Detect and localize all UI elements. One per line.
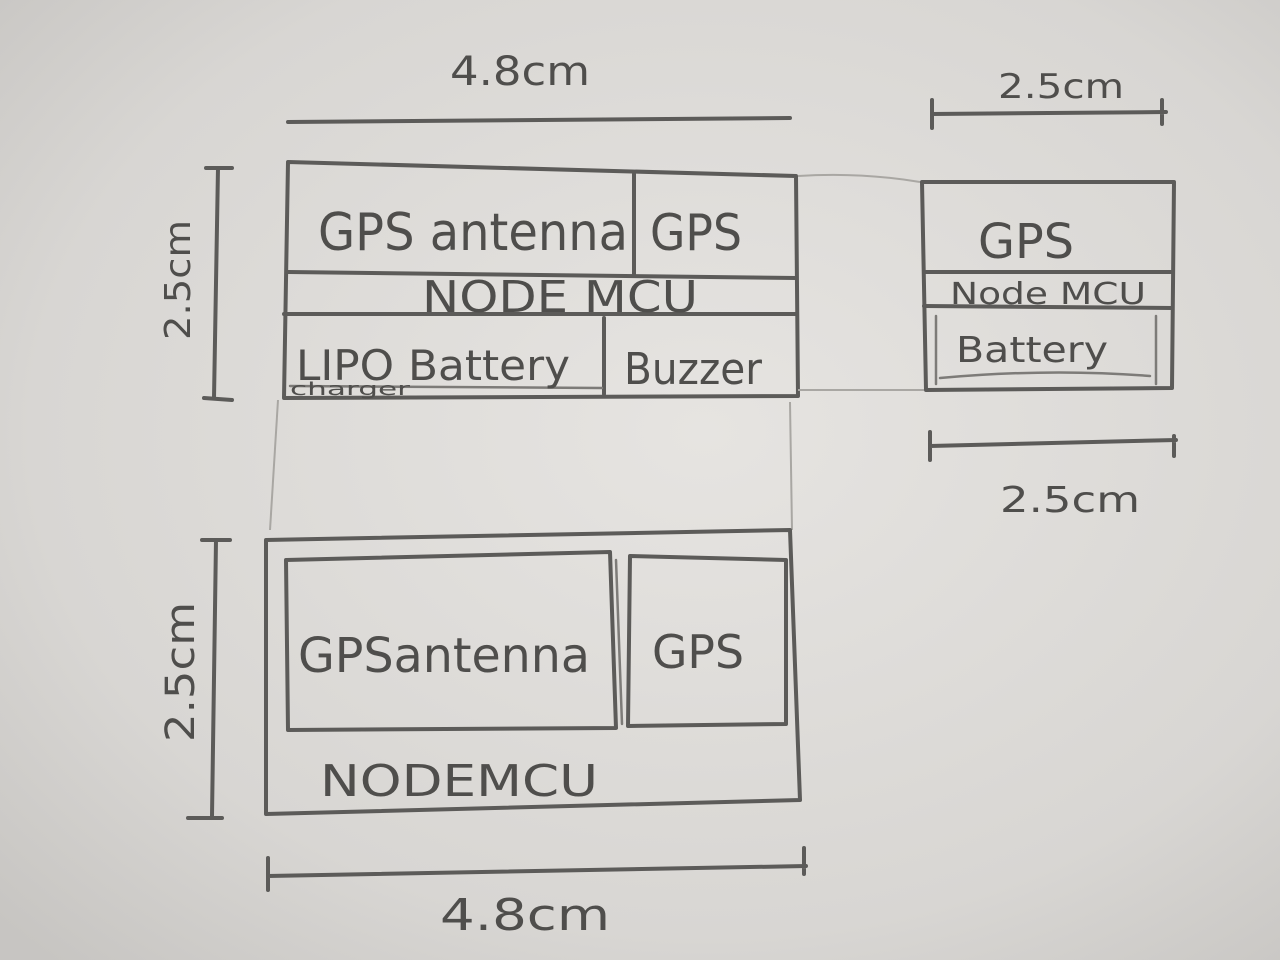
- top-view-gps-antenna: GPS antenna: [318, 203, 628, 263]
- bottom-view-width-label: 4.8cm: [440, 890, 610, 941]
- side-view-battery: Battery: [956, 330, 1108, 371]
- side-view: 2.5cm GPS Node MCU Battery 2.5cm: [920, 67, 1178, 521]
- side-view-battery-inner: [934, 314, 1158, 386]
- projection-line-down-right: [789, 401, 793, 531]
- top-view-nodemcu: NODE MCU: [422, 272, 698, 323]
- top-view: 4.8cm 2.5cm GPS antenna GPS NODE MCU LIP…: [158, 49, 924, 531]
- top-view-battery: LIPO Battery: [296, 341, 570, 390]
- top-view-row-line-1: [286, 270, 798, 280]
- top-view-width-label: 4.8cm: [450, 49, 590, 95]
- bottom-view-antenna-box: [284, 550, 618, 732]
- top-view-width-line: [286, 116, 792, 124]
- top-view-frame: [282, 160, 800, 400]
- side-view-bottom-width-label: 2.5cm: [1000, 480, 1140, 521]
- top-view-gps: GPS: [650, 204, 742, 262]
- side-view-row-line-2: [922, 304, 1174, 310]
- bottom-view-width-line: [266, 846, 808, 892]
- projection-line-right-top: [797, 173, 921, 183]
- bottom-view-antenna-box-shadow: [614, 558, 624, 726]
- top-view-charger: charger: [290, 379, 411, 400]
- side-view-nodemcu: Node MCU: [950, 277, 1146, 312]
- projection-line-down-left: [269, 399, 279, 531]
- side-view-top-width-label: 2.5cm: [998, 67, 1124, 107]
- bottom-view-gps-box: [626, 554, 788, 728]
- top-view-charger-line: [288, 384, 604, 390]
- side-view-gps: GPS: [978, 214, 1074, 270]
- side-view-frame: [920, 180, 1176, 392]
- side-view-bottom-width-line: [928, 430, 1178, 462]
- bottom-view: 2.5cm GPSantenna GPS NODEMCU 4.8cm: [158, 528, 808, 941]
- bottom-view-nodemcu: NODEMCU: [320, 756, 598, 807]
- bottom-view-height-label: 2.5cm: [158, 602, 204, 742]
- bottom-view-frame: [264, 528, 802, 816]
- bottom-view-gps-antenna: GPSantenna: [298, 628, 590, 684]
- top-view-buzzer: Buzzer: [624, 344, 763, 395]
- side-view-top-width-line: [930, 98, 1168, 130]
- top-view-height-label: 2.5cm: [158, 220, 199, 340]
- top-view-height-line: [202, 166, 234, 402]
- bottom-view-height-line: [186, 538, 232, 820]
- bottom-view-gps: GPS: [652, 625, 744, 679]
